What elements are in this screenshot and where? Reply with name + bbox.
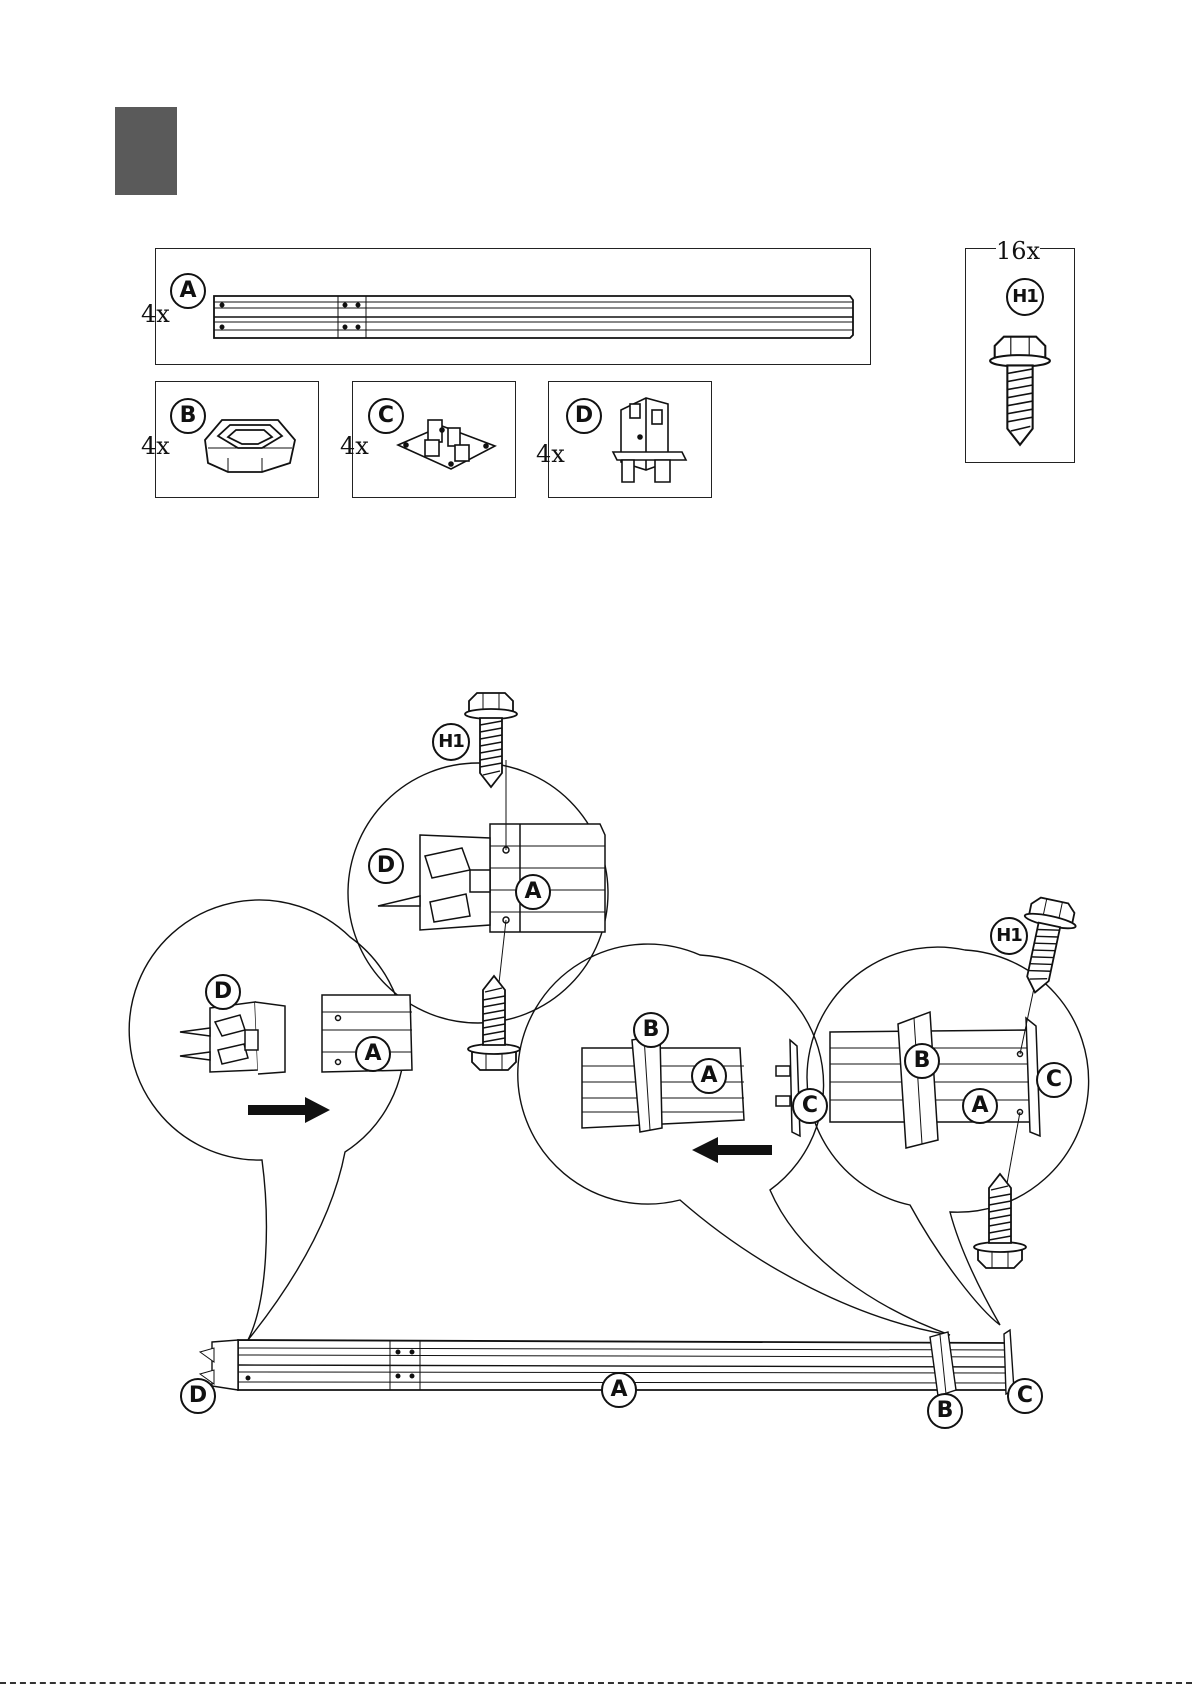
detail-circle-left bbox=[129, 900, 404, 1340]
part-d-bracket bbox=[613, 398, 686, 482]
arrow-left bbox=[692, 1137, 772, 1163]
part-c-plate bbox=[398, 420, 495, 469]
part-a-qty: 4x bbox=[141, 302, 170, 326]
part-b-qty: 4x bbox=[141, 434, 170, 458]
part-d-qty: 4x bbox=[536, 442, 565, 466]
callout-assembly-b: B bbox=[927, 1393, 963, 1429]
callout-left-a: A bbox=[355, 1036, 391, 1072]
page-edge-dashes bbox=[0, 1682, 1192, 1684]
detail-circle-right bbox=[807, 947, 1089, 1325]
callout-right-b: B bbox=[904, 1043, 940, 1079]
callout-assembly-c: C bbox=[1007, 1378, 1043, 1414]
part-h1-qty: 16x bbox=[996, 236, 1040, 266]
callout-right-a: A bbox=[962, 1088, 998, 1124]
callout-right-h1: H1 bbox=[990, 917, 1028, 955]
part-a-label: A bbox=[170, 273, 206, 309]
detail-circle-middle bbox=[518, 944, 950, 1335]
callout-left-d: D bbox=[205, 974, 241, 1010]
callout-mid-c: C bbox=[792, 1088, 828, 1124]
screw-right-bottom bbox=[974, 1174, 1026, 1268]
part-a-rail bbox=[214, 296, 853, 338]
part-c-label: C bbox=[368, 398, 404, 434]
part-c-qty: 4x bbox=[340, 434, 369, 458]
part-b-label: B bbox=[170, 398, 206, 434]
callout-mid-b: B bbox=[633, 1012, 669, 1048]
part-d-label: D bbox=[566, 398, 602, 434]
detail-middle-content bbox=[582, 1035, 800, 1136]
part-b-cap bbox=[205, 420, 295, 472]
callout-mid-a: A bbox=[691, 1058, 727, 1094]
part-h1-label: H1 bbox=[1006, 278, 1044, 316]
callout-right-c: C bbox=[1036, 1062, 1072, 1098]
arrow-right bbox=[248, 1097, 330, 1123]
callout-top-a: A bbox=[515, 874, 551, 910]
detail-right-content bbox=[830, 960, 1040, 1200]
callout-top-d: D bbox=[368, 848, 404, 884]
callout-assembly-a: A bbox=[601, 1372, 637, 1408]
callout-top-h1: H1 bbox=[432, 723, 470, 761]
callout-assembly-d: D bbox=[180, 1378, 216, 1414]
part-h1-screw bbox=[990, 337, 1050, 445]
